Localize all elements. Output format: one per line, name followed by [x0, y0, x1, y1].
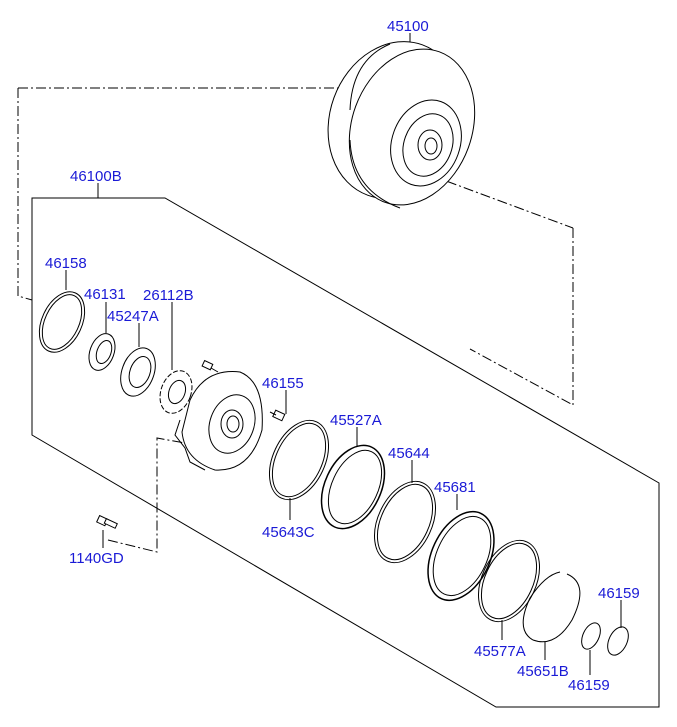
- converter-dashdot-right: [429, 174, 574, 229]
- label-45644[interactable]: 45644: [388, 445, 430, 462]
- converter-dashdot-frame: [17, 88, 33, 301]
- pump-gear-45247A[interactable]: [114, 343, 161, 401]
- label-46131[interactable]: 46131: [84, 286, 126, 303]
- o-ring-46159-b[interactable]: [604, 624, 633, 659]
- snap-ring-45651B[interactable]: [522, 571, 581, 643]
- seal-ring-45577A-inner: [480, 542, 538, 620]
- seal-ring-45644[interactable]: [362, 472, 447, 573]
- label-46159-bottom[interactable]: 46159: [568, 677, 610, 694]
- bolt-dashdot-path: [107, 437, 186, 553]
- label-46155[interactable]: 46155: [262, 375, 304, 392]
- converter-dashdot-side: [469, 228, 574, 406]
- torque-converter[interactable]: [307, 23, 496, 223]
- seal-ring-45644-inner: [376, 483, 434, 561]
- assembly-boundary: [31, 197, 660, 708]
- drive-gear-26112B[interactable]: [154, 366, 197, 418]
- o-ring-46159-a[interactable]: [578, 620, 604, 652]
- small-screw[interactable]: [201, 359, 219, 373]
- bolt-1140GD[interactable]: [96, 514, 118, 529]
- oil-pump-body[interactable]: [174, 371, 263, 471]
- oil-seal-46131[interactable]: [84, 330, 120, 374]
- label-45681[interactable]: 45681: [434, 479, 476, 496]
- label-45247A[interactable]: 45247A: [107, 308, 159, 325]
- clutch-drum-45527A[interactable]: [309, 435, 397, 538]
- o-ring-46158[interactable]: [30, 285, 93, 360]
- seal-ring-45643C-inner: [271, 422, 327, 498]
- label-46100B[interactable]: 46100B: [70, 168, 122, 185]
- bolt-46155[interactable]: [269, 409, 286, 422]
- label-45577A[interactable]: 45577A: [474, 643, 526, 660]
- label-26112B[interactable]: 26112B: [143, 287, 194, 304]
- label-45643C[interactable]: 45643C: [262, 524, 315, 541]
- label-45527A[interactable]: 45527A: [330, 412, 382, 429]
- seal-ring-45643C[interactable]: [258, 411, 341, 509]
- clutch-ring-45681[interactable]: [415, 501, 507, 611]
- label-45100[interactable]: 45100: [387, 18, 429, 35]
- label-1140GD[interactable]: 1140GD: [69, 550, 124, 567]
- o-ring-46158-inner: [41, 294, 83, 350]
- label-46158[interactable]: 46158: [45, 255, 87, 272]
- label-45651B[interactable]: 45651B: [517, 663, 569, 680]
- label-46159-top[interactable]: 46159: [598, 585, 640, 602]
